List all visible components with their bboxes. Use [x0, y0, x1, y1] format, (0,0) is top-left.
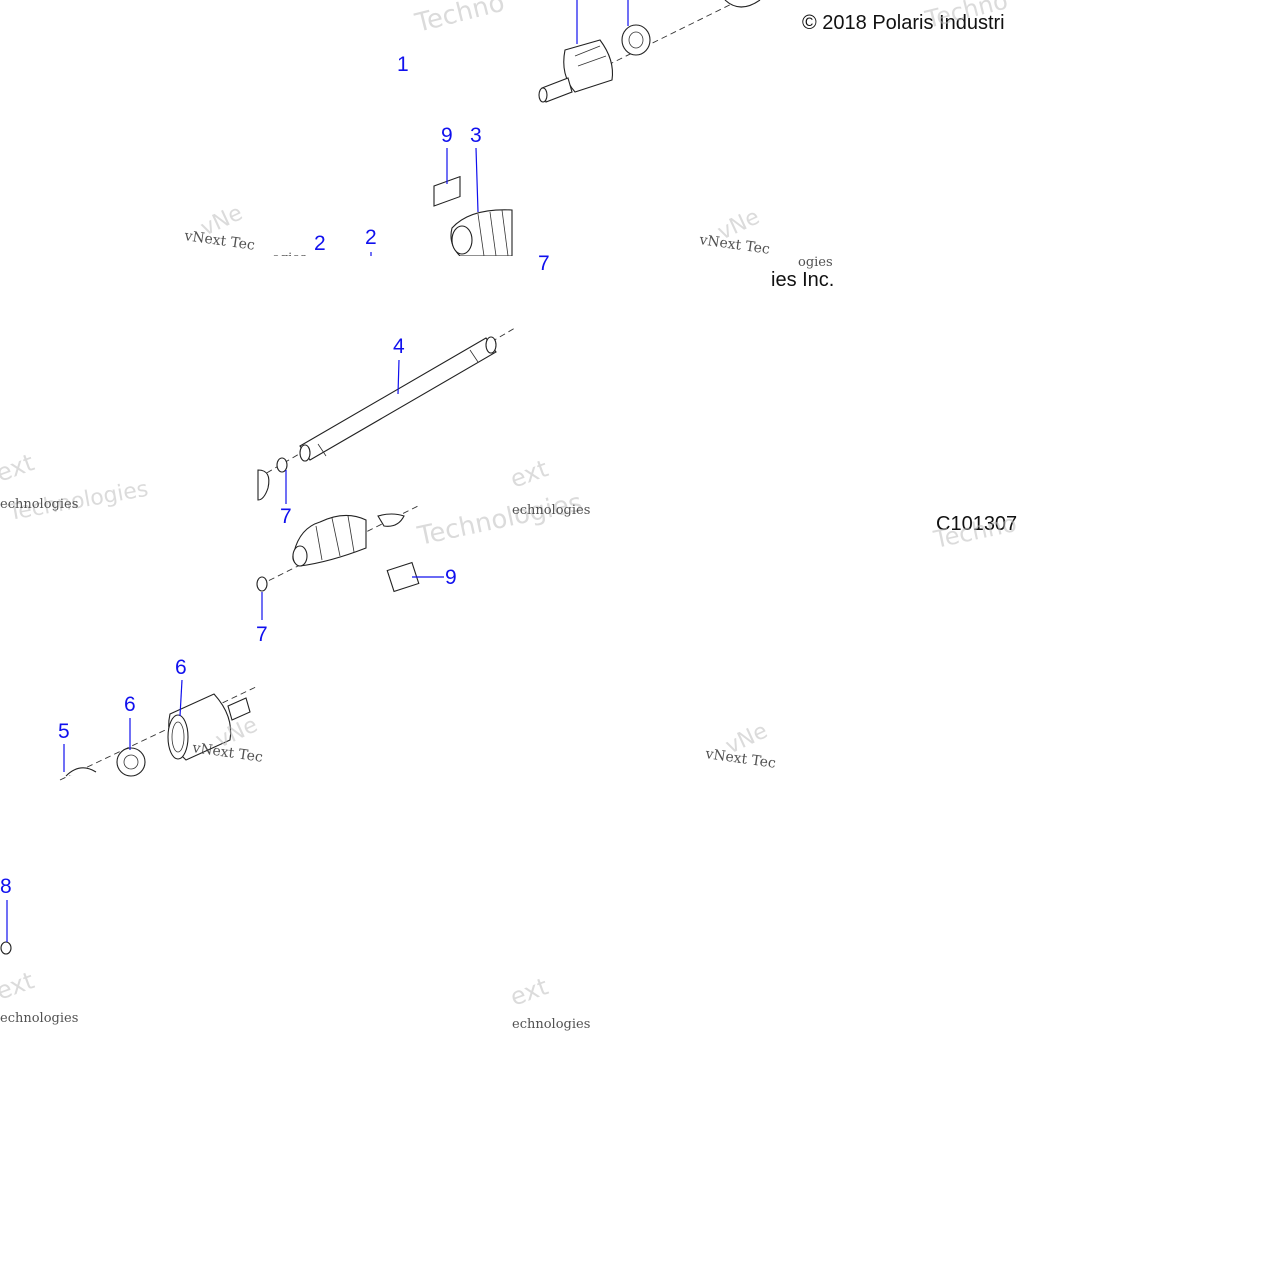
callout-4: 4 [393, 335, 405, 358]
figure-code: C101307 [936, 513, 1017, 535]
label-plate-bottom [386, 561, 420, 593]
watermark-text: ext [506, 972, 551, 1011]
copyright-text: © 2018 Polaris Industri [802, 12, 1005, 34]
cv-race-top [724, 0, 761, 8]
callout-5: 5 [58, 720, 70, 743]
tile-mask [258, 256, 514, 316]
callout-7-top: 7 [538, 252, 550, 275]
boot-clamp-left [257, 469, 270, 501]
callout-7-bottom: 7 [256, 623, 268, 646]
callout-9-bottom: 9 [445, 566, 457, 589]
callout-1: 1 [397, 53, 409, 76]
callout-3: 3 [470, 124, 482, 147]
cv-bearing-cage-top [621, 24, 651, 56]
tile-mask [1028, 0, 1285, 1285]
boot-top [450, 209, 513, 257]
watermark-text: echnologies [512, 503, 590, 518]
watermark-text: echnologies [0, 1011, 78, 1026]
watermark-text: echnologies [512, 1017, 590, 1032]
cv-bearing-cage-bottom [116, 747, 146, 777]
callout-8: 8 [0, 875, 12, 898]
callout-6-left: 6 [124, 693, 136, 716]
callout-7-middle: 7 [280, 505, 292, 528]
watermark-text: Techno [411, 0, 507, 39]
callout-9-top: 9 [441, 124, 453, 147]
cv-joint-housing-top [538, 39, 614, 103]
circlip-lower [256, 576, 268, 592]
watermark-text: Technologies [414, 488, 585, 552]
cv-race-bottom [65, 767, 97, 777]
boot-lower [292, 514, 367, 567]
axle-shaft [299, 336, 497, 462]
axis-line-bottom [59, 685, 259, 781]
callout-2-left: 2 [314, 232, 326, 255]
watermark-text: ext [506, 454, 551, 493]
callout-2-right: 2 [365, 226, 377, 249]
retaining-ring [0, 941, 12, 955]
watermark-text: ext [0, 448, 38, 487]
watermark-text: ogies [798, 255, 833, 270]
watermarks: Techno vNext Tec vNe ogies vNext Tec vNe… [0, 0, 1019, 1032]
cv-joint-housing-bottom [167, 693, 251, 761]
circlip-shaft-end [276, 457, 288, 473]
watermark-text: echnologies [0, 497, 78, 512]
cv-bearing-cage-middle [377, 513, 405, 527]
copyright-text-fragment: ies Inc. [771, 269, 834, 291]
callout-6-right: 6 [175, 656, 187, 679]
watermark-text: ext [0, 966, 38, 1005]
